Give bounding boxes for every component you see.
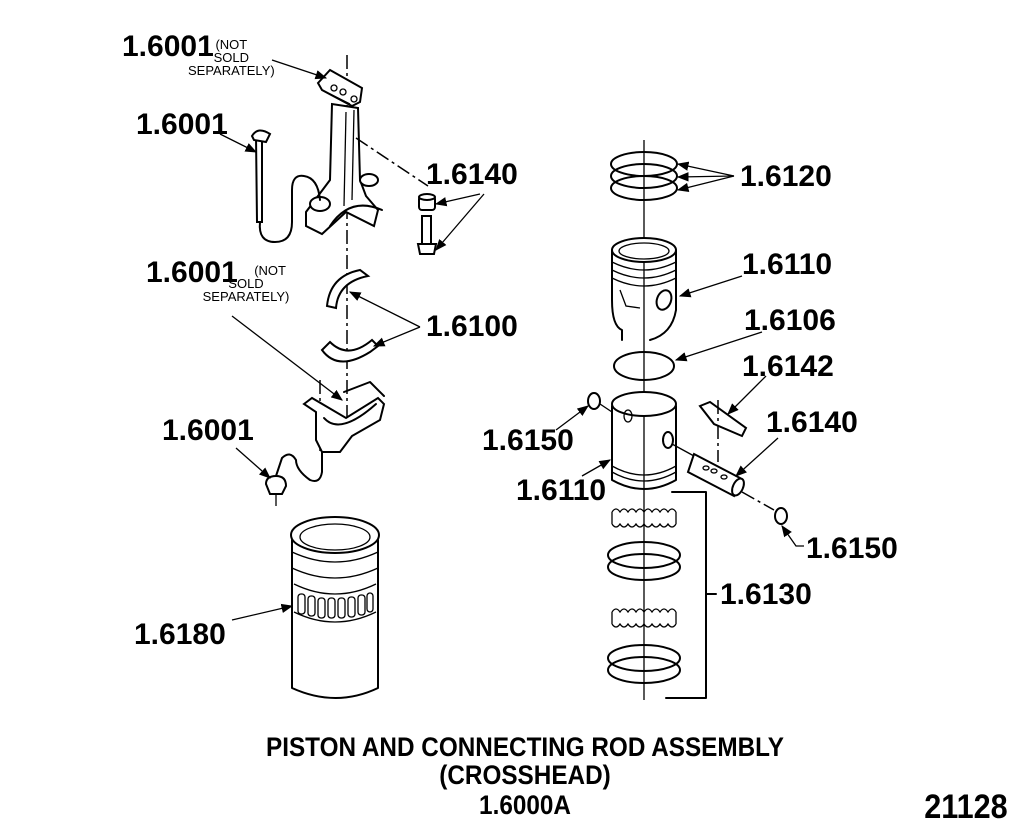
callout-rod-bolt-nut: 1.6140	[426, 158, 518, 191]
leader-lines	[219, 59, 804, 621]
callout-piston-crown: 1.6110	[742, 248, 833, 281]
cylinder-liner	[290, 516, 380, 699]
callout-piston-pin: 1.6140	[766, 406, 858, 439]
diagram-subtitle: (CROSSHEAD)	[439, 760, 611, 790]
rod-shaft	[305, 102, 380, 236]
piston-crown	[611, 237, 677, 341]
callout-snap-ring-left: 1.6150	[482, 424, 574, 457]
oil-tube	[254, 134, 263, 223]
liner-ports	[297, 592, 374, 619]
callout-bearing-shells: 1.6100	[426, 310, 518, 343]
callout-rod-lower-cap-note: (NOT SOLD SEPARATELY)	[202, 263, 290, 304]
figure-number: 21128	[924, 788, 1008, 826]
callout-rod-top-cap-note: (NOT SOLD SEPARATELY)	[188, 37, 275, 78]
callout-rod-lower-cap: 1.6001	[146, 256, 238, 289]
snap-ring-right	[774, 507, 788, 525]
callout-rod-top-cap: 1.6001	[122, 30, 214, 63]
callout-pin-insert: 1.6142	[742, 350, 834, 383]
piston-skirt	[611, 391, 677, 490]
callout-snap-ring-right: 1.6150	[806, 532, 898, 565]
callout-retaining-ring: 1.6106	[744, 304, 836, 337]
assembly-number: 1.6000A	[479, 790, 571, 820]
rod-lower-cap	[302, 396, 386, 453]
callout-piston-skirt: 1.6110	[516, 474, 607, 507]
pin-insert	[698, 400, 748, 438]
retaining-ring	[613, 351, 675, 381]
oil-fitting	[264, 474, 288, 495]
rod-bolt	[421, 215, 432, 245]
snap-ring-left	[587, 392, 601, 410]
callout-oil-ring-set: 1.6130	[720, 578, 812, 611]
callout-cylinder-liner: 1.6180	[134, 618, 226, 651]
upper-bearing-shell	[325, 268, 371, 310]
diagram-title: PISTON AND CONNECTING ROD ASSEMBLY	[265, 732, 785, 762]
oil-ring-set	[607, 491, 717, 699]
callout-compression-rings: 1.6120	[740, 160, 832, 193]
piston-assembly	[587, 140, 788, 700]
lower-bearing-shell	[320, 338, 380, 363]
callout-oil-fitting: 1.6001	[162, 414, 254, 447]
callout-rod-oil-tube: 1.6001	[136, 108, 228, 141]
rod-top-saddle	[316, 68, 364, 108]
